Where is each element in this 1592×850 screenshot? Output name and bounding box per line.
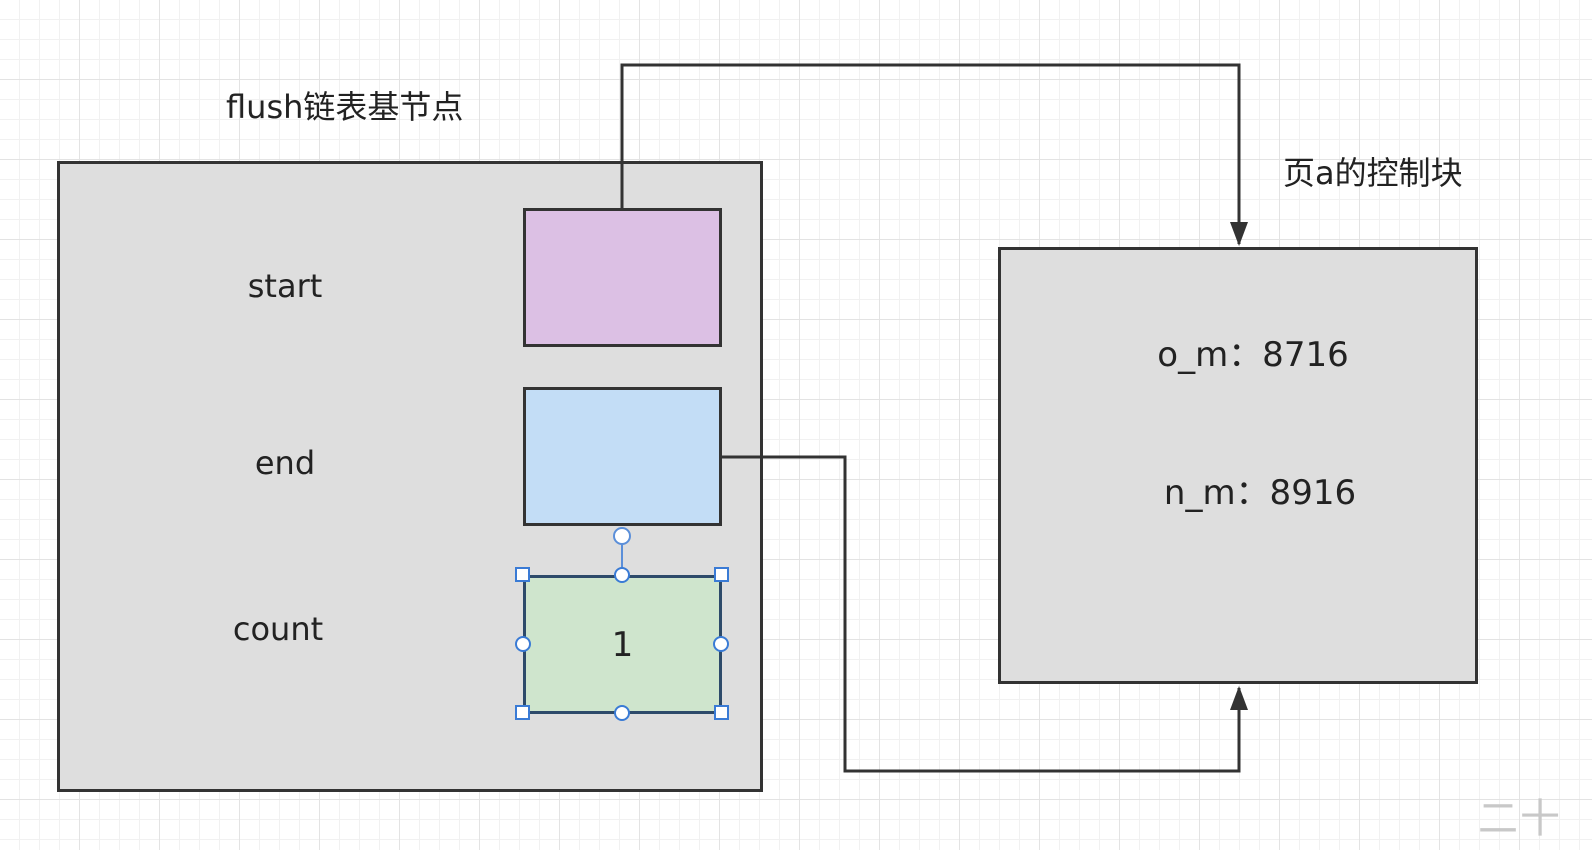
count-value-cell[interactable]: 1 bbox=[523, 575, 722, 714]
newest-modification-text: n_m：8916 bbox=[1163, 473, 1357, 513]
flush-list-base-node-title: flush链表基节点 bbox=[226, 88, 464, 126]
oldest-modification-text: o_m：8716 bbox=[1157, 335, 1349, 375]
watermark-text: 二十 bbox=[1478, 796, 1562, 842]
count-value: 1 bbox=[611, 624, 634, 665]
page-a-control-block-title: 页a的控制块 bbox=[1283, 154, 1463, 192]
start-arrowhead-icon bbox=[1230, 222, 1248, 246]
end-pointer-cell[interactable] bbox=[523, 387, 722, 526]
end-label: end bbox=[254, 444, 316, 482]
count-label: count bbox=[232, 610, 324, 648]
start-pointer-cell[interactable] bbox=[523, 208, 722, 347]
end-arrowhead-icon bbox=[1230, 686, 1248, 710]
start-label: start bbox=[247, 267, 323, 305]
